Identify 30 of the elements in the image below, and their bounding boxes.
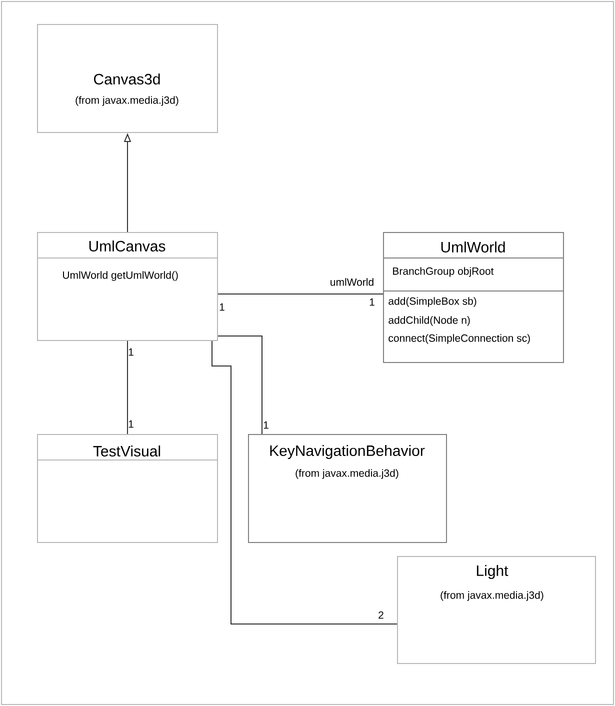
class-box — [248, 434, 447, 543]
multiplicity: 1 — [370, 298, 374, 306]
class-name: Light — [476, 565, 508, 579]
class-name: UmlCanvas — [89, 240, 166, 252]
association-line — [218, 336, 262, 434]
class-member: connect(SimpleConnection sc) — [388, 334, 530, 344]
class-member: add(SimpleBox sb) — [388, 297, 476, 307]
class-name: KeyNavigationBehavior — [270, 445, 425, 459]
class-box — [36, 232, 218, 341]
class-box — [382, 232, 564, 363]
class-member: UmlWorld getUmlWorld() — [63, 271, 178, 281]
multiplicity: 1 — [128, 348, 134, 356]
multiplicity: 1 — [264, 421, 268, 429]
package-note: (from javax.media.j3d) — [296, 469, 398, 479]
class-member: addChild(Node n) — [388, 316, 470, 326]
class-box — [36, 434, 218, 543]
package-note: (from javax.media.j3d) — [76, 96, 178, 106]
multiplicity: 2 — [378, 611, 384, 619]
class-box — [397, 556, 596, 664]
multiplicity: 1 — [220, 303, 224, 311]
class-name: Canvas3d — [94, 74, 160, 84]
class-name: TestVisual — [93, 446, 160, 456]
edge-label: umlWorld — [328, 277, 376, 287]
class-member: BranchGroup objRoot — [393, 267, 494, 277]
association-line — [127, 340, 128, 434]
package-note: (from javax.media.j3d) — [440, 591, 544, 601]
multiplicity: 1 — [128, 420, 134, 428]
association-line — [212, 340, 398, 624]
class-name: UmlWorld — [441, 242, 505, 252]
class-box — [37, 24, 218, 133]
